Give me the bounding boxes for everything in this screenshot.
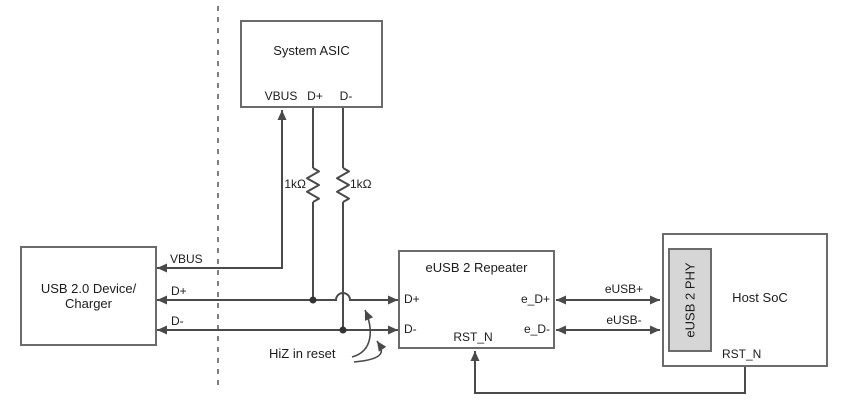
wire-vbus xyxy=(157,110,287,273)
repeater-pin-dm: D- xyxy=(404,322,417,336)
resistor-r1-value: 1kΩ xyxy=(284,177,306,191)
system-asic-block xyxy=(240,20,383,108)
system-asic-pin-dm: D- xyxy=(339,89,353,103)
host-soc-pin-rst: RST_N xyxy=(722,347,762,361)
wire-dp xyxy=(157,292,398,305)
resistor-r1-symbol xyxy=(306,167,320,203)
system-asic-pin-vbus: VBUS xyxy=(264,89,298,103)
net-label-eusb-p: eUSB+ xyxy=(604,282,644,296)
net-label-eusb-m: eUSB- xyxy=(606,313,642,327)
repeater-title: eUSB 2 Repeater xyxy=(425,260,528,275)
net-label-dp: D+ xyxy=(171,284,187,298)
hiz-arrow-to-dm xyxy=(353,340,387,363)
repeater-block xyxy=(398,250,555,349)
resistor-r2-value: 1kΩ xyxy=(350,177,372,191)
junction-dot-dp xyxy=(309,296,317,304)
usb-device-block: USB 2.0 Device/ Charger xyxy=(20,246,157,346)
wire-rst-n xyxy=(470,351,746,394)
eusb2-phy-label: eUSB 2 PHY xyxy=(682,262,698,338)
repeater-pin-rst: RST_N xyxy=(453,330,493,344)
system-asic-pin-dp: D+ xyxy=(307,89,323,103)
host-soc-title: Host SoC xyxy=(732,290,788,305)
junction-dot-dm xyxy=(339,326,347,334)
hiz-annotation: HiZ in reset xyxy=(269,346,336,361)
system-asic-title: System ASIC xyxy=(273,43,350,58)
eusb2-phy-block xyxy=(668,248,712,352)
resistor-r2-symbol xyxy=(336,167,350,203)
repeater-pin-edm: e_D- xyxy=(523,322,550,336)
usb-device-title-line2: Charger xyxy=(65,296,112,311)
net-label-dm: D- xyxy=(171,314,184,328)
repeater-pin-dp: D+ xyxy=(404,292,420,306)
repeater-pin-edp: e_D+ xyxy=(520,292,550,306)
hiz-arrow-to-dp xyxy=(351,309,374,358)
usb-device-title-line1: USB 2.0 Device/ xyxy=(40,281,137,296)
net-label-vbus: VBUS xyxy=(170,252,203,266)
